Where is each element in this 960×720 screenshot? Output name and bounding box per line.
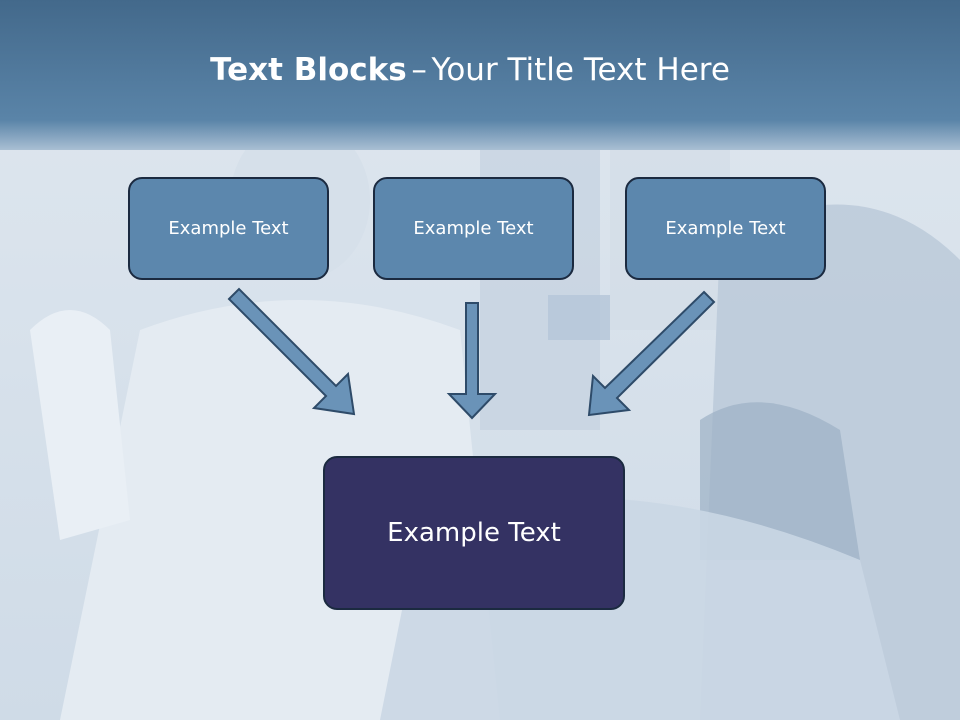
text-block-2-label: Example Text [413, 218, 534, 239]
arrow-right-down-left [587, 290, 716, 417]
text-block-3-label: Example Text [665, 218, 786, 239]
arrow-left-down-right [227, 287, 356, 416]
text-block-1[interactable]: Example Text [128, 177, 329, 280]
target-text-block[interactable]: Example Text [323, 456, 625, 610]
text-block-2[interactable]: Example Text [373, 177, 574, 280]
arrow-center-down [446, 302, 498, 420]
target-text-block-label: Example Text [387, 518, 561, 548]
title-bold-part: Text Blocks [210, 52, 407, 88]
title-separator: – [411, 52, 427, 88]
slide-title: Text Blocks–Your Title Text Here [0, 52, 940, 88]
title-regular-part: Your Title Text Here [431, 52, 730, 88]
text-block-3[interactable]: Example Text [625, 177, 826, 280]
text-block-1-label: Example Text [168, 218, 289, 239]
